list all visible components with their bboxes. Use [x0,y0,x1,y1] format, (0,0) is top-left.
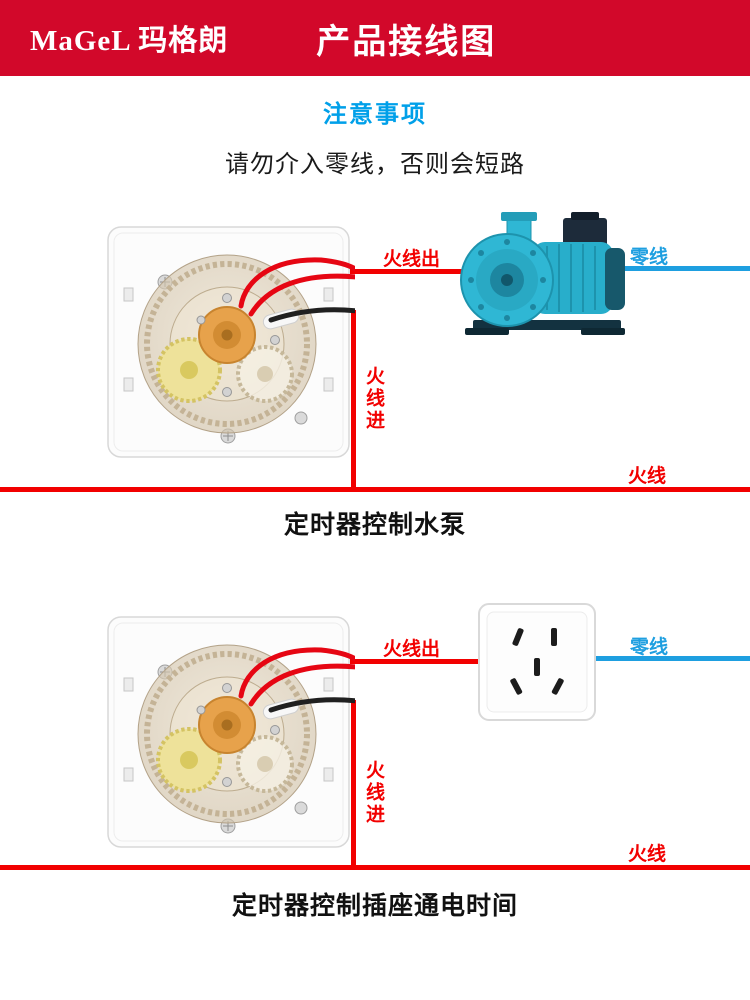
d2-live-main-wire [0,865,750,870]
mount-holes [123,287,334,392]
d2-label-neutral: 零线 [630,637,669,658]
brand-logo: MaGeL 玛格朗 [30,25,229,57]
d2-wall-socket [477,602,597,727]
d2-timer-switch [105,612,360,857]
timer-switch-illustration [107,226,360,458]
header-banner: MaGeL 玛格朗 产品接线图 [0,0,750,76]
d1-neutral-wire [592,266,750,271]
water-pump-illustration [460,212,625,335]
d1-label-live: 火线 [628,466,667,487]
d1-live-main-wire [0,487,750,492]
d1-caption: 定时器控制水泵 [283,511,466,539]
d1-label-neutral: 零线 [630,247,669,268]
socket-slots [510,628,564,695]
d2-neutral-wire [595,656,750,661]
d2-label-live-out: 火线出 [383,639,441,660]
notice-text: 请勿介入零线，否则会短路 [225,151,525,178]
mount-holes [123,677,334,782]
d1-water-pump [455,206,633,343]
d2-caption: 定时器控制插座通电时间 [231,892,518,920]
timer-switch-illustration [107,616,360,848]
d1-live-in-wire [351,310,356,492]
d2-label-live-in: 火线进 [363,760,384,826]
d1-timer-switch [105,222,360,467]
d2-live-out-wire [350,659,480,664]
d1-label-live-out: 火线出 [383,249,441,270]
notice-heading: 注意事项 [323,101,427,128]
d1-label-live-in: 火线进 [363,366,384,432]
page-title: 产品接线图 [316,22,497,61]
d2-live-in-wire [351,700,356,870]
d1-live-out-wire [350,269,465,274]
d2-label-live: 火线 [628,844,667,865]
wall-socket-illustration [478,603,596,721]
